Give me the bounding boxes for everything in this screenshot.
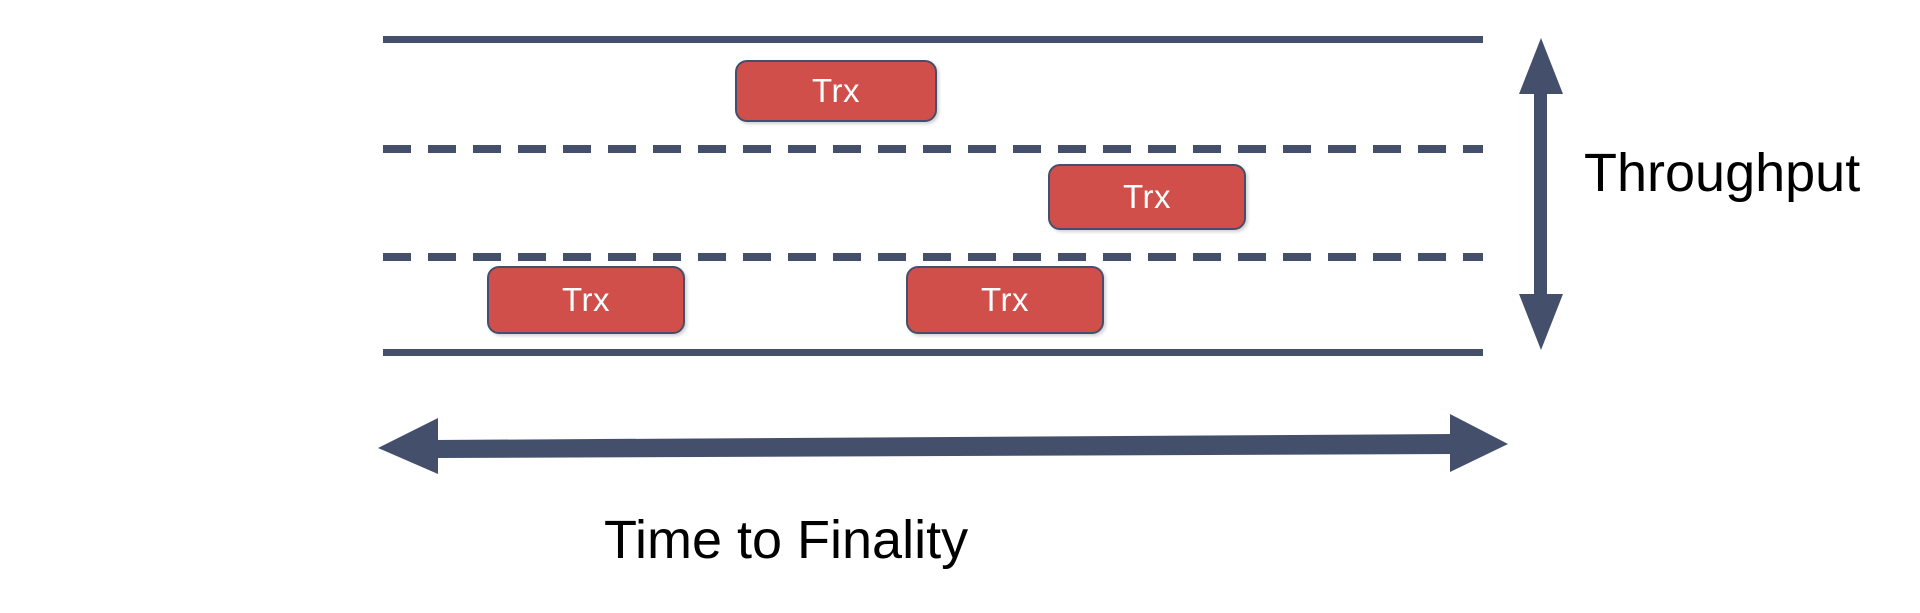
throughput-axis-label: Throughput (1584, 143, 1861, 203)
transaction-box-1: Trx (735, 60, 937, 122)
transaction-box-2: Trx (1048, 164, 1246, 230)
transaction-box-3: Trx (487, 266, 685, 334)
lane-line-top-solid (383, 36, 1483, 43)
transaction-label: Trx (812, 72, 860, 109)
throughput-double-arrow-icon (1519, 38, 1563, 350)
transaction-label: Trx (1123, 178, 1171, 215)
transaction-label: Trx (562, 281, 610, 318)
transaction-label: Trx (981, 281, 1029, 318)
lane-line-middle-dashed-1 (383, 145, 1483, 153)
transaction-box-4: Trx (906, 266, 1104, 334)
time-to-finality-axis-label: Time to Finality (604, 510, 969, 570)
time-to-finality-double-arrow-icon (378, 414, 1508, 474)
lane-line-bottom-solid (383, 349, 1483, 356)
lane-line-middle-dashed-2 (383, 253, 1483, 261)
